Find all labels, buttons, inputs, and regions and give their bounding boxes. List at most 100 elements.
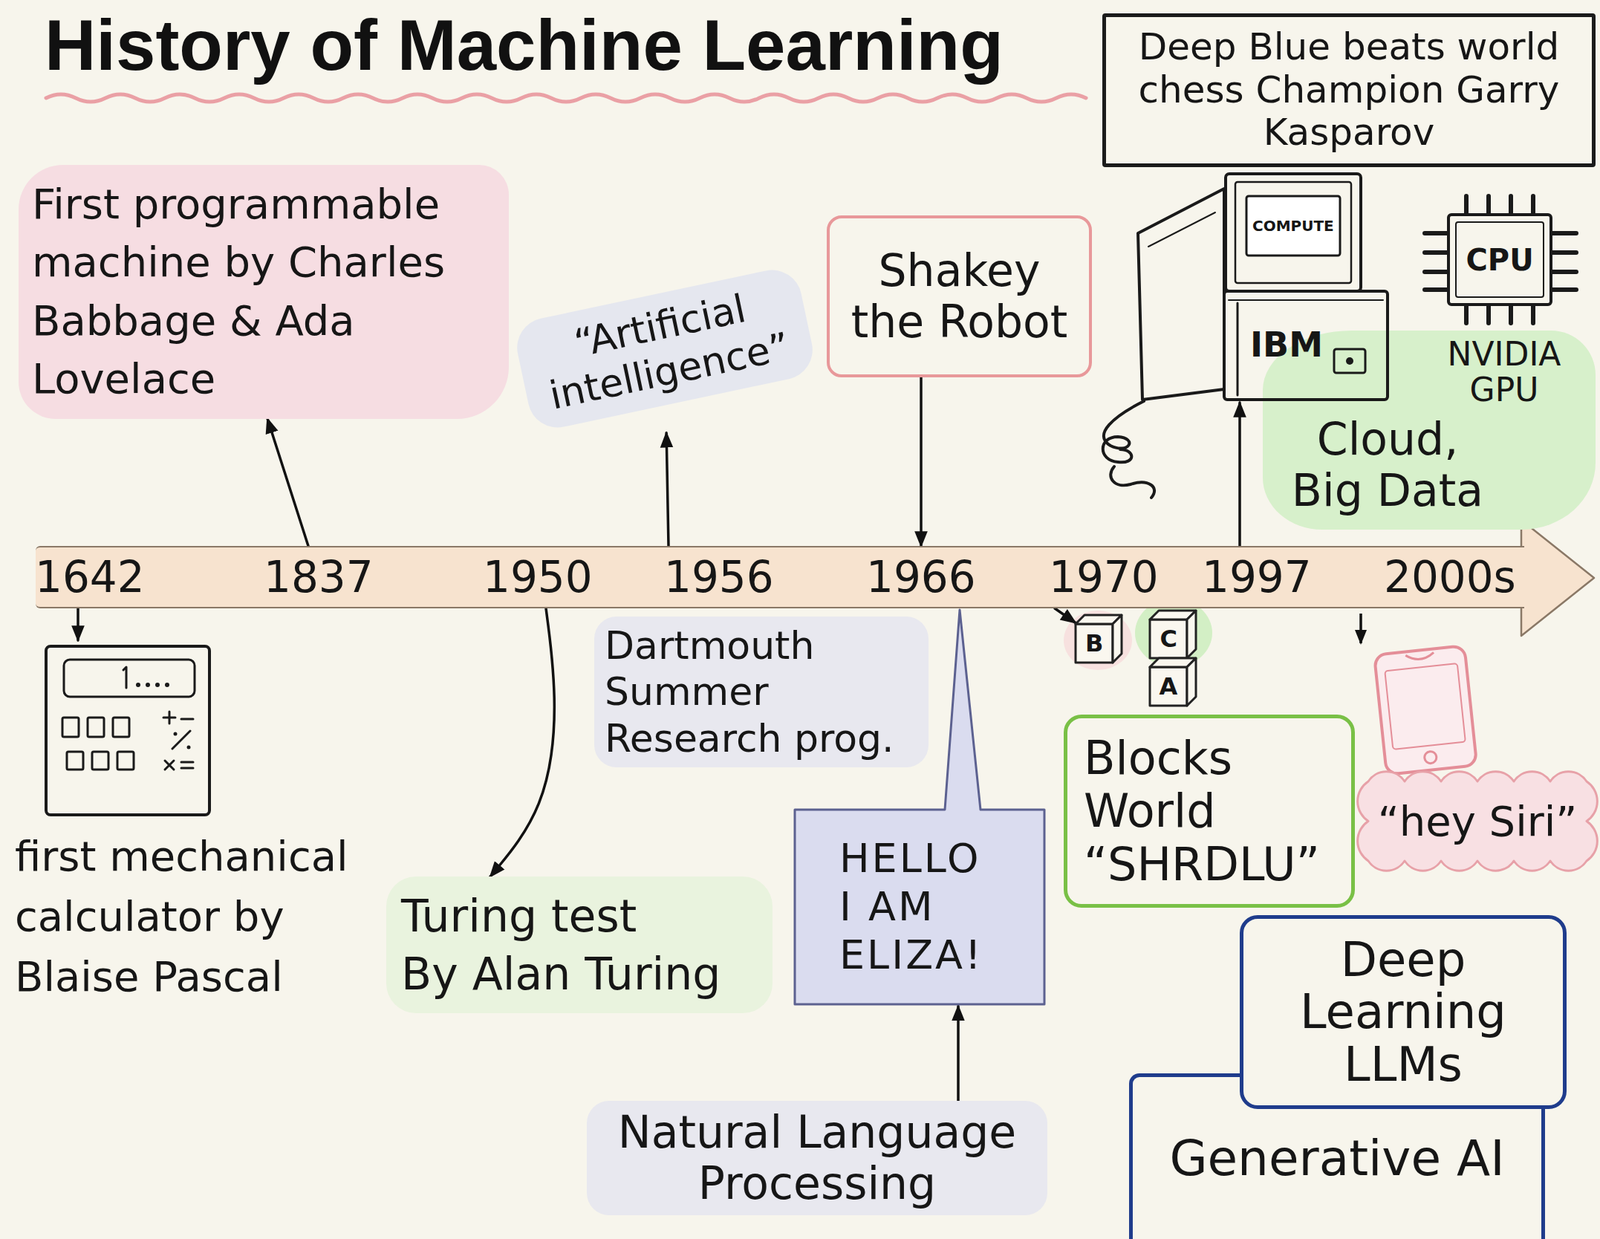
block-side [1112,615,1122,663]
node-label: Blocks World “SHRDLU” [1083,731,1335,891]
node-label: By Alan Turing [401,944,758,1003]
block-side [1187,610,1196,659]
node-label: NVIDIA GPU [1429,336,1579,409]
calculator-key [87,717,104,737]
computer-panel [1137,188,1225,400]
calculator-digit [123,667,127,688]
calculator-dot [135,682,141,688]
event-box: Deep Blue beats world chess Champion Gar… [1102,13,1596,168]
event-box: Blocks World “SHRDLU” [1063,714,1355,908]
speech-bubble-outline [794,609,1045,1005]
node-label: A [1159,672,1179,701]
year-label: 1642 [34,551,145,603]
node-label: IBM [1250,324,1323,365]
calculator-dot [145,682,151,688]
cpu-pin [1424,231,1449,236]
block-front [1149,619,1188,659]
node-label: Deep Blue beats world chess Champion Gar… [1120,25,1577,155]
text-slot: Turing test [401,886,758,945]
node-label: “Artificial intelligence” [525,275,805,422]
cpu-pin [1550,269,1577,275]
letter-block: B [1075,615,1122,663]
phone-screen [1384,663,1466,750]
pink-highlight [1063,610,1133,671]
text-slot: CPU [1466,242,1534,278]
calculator-times [164,760,174,770]
node-label: COMPUTE [1252,216,1335,235]
cpu-pin [1530,304,1536,324]
node-label: Deep Learning [1258,933,1549,1039]
node-label: Turing test [401,886,758,945]
text-slot: By Alan Turing [401,944,758,1003]
text-slot: 1997 [1201,551,1312,603]
cpu-pin [1550,287,1577,292]
cpu-pin [1550,231,1577,236]
diagram-title: History of Machine Learning [44,4,1004,87]
text-slot: LLMs [1258,1038,1549,1091]
timeline-connector [267,418,309,546]
cpu-pin [1508,196,1514,215]
text-slot: “hey Siri” [1377,796,1578,847]
cpu-pin [1530,196,1536,215]
highlight-note: Turing testBy Alan Turing [386,876,773,1014]
timeline-arrowhead [1521,519,1595,636]
year-label: 2000s [1383,551,1517,603]
text-slot: 2000s [1383,551,1517,603]
computer-illustration: COMPUTE IBM [1091,172,1393,403]
text-slot: A [1159,672,1179,701]
node-outline [14,640,379,1008]
calculator-equals [181,762,194,769]
text-slot: Deep Blue beats world chess Champion Gar… [1120,25,1577,155]
timeline-connector [76,608,80,641]
event-box: Deep LearningLLMs [1239,915,1567,1110]
title-holder: History of Machine Learning [44,4,1004,87]
timeline-connector [1054,608,1076,623]
text-slot: Blocks World “SHRDLU” [1083,731,1335,891]
node-label: Generative AI [1140,1129,1534,1188]
node-label: first mechanical calculator by Blaise Pa… [14,825,379,1008]
phone-button [1423,750,1438,765]
node-label: First programmable machine by Charles Ba… [31,175,496,409]
text-slot: first mechanical calculator by Blaise Pa… [14,825,379,1008]
text-slot: Dartmouth Summer Research prog. [604,622,919,762]
text-slot: Deep Learning [1258,933,1549,1039]
timeline-connector [919,377,923,546]
phone-illustration [1374,645,1477,775]
node-label: Cloud, Big Data [1276,413,1499,517]
calculator-divide-dot [173,732,178,737]
cpu-chip: CPU [1423,194,1580,325]
text-slot: 1837 [263,551,374,603]
timeline-connector [666,433,669,546]
cpu-pin [1486,304,1491,324]
text-slot: 1970 [1048,551,1159,603]
calculator-key [62,717,79,737]
text-slot: Shakey the Robot [844,245,1075,348]
calculator-plus [163,711,176,724]
calculator-key [117,751,134,770]
text-slot: 1642 [34,551,145,603]
leader-arrow [1359,613,1363,644]
calculator-key [112,717,130,737]
cpu-pin [1550,250,1577,255]
node-label: LLMs [1258,1038,1549,1091]
node-label: Dartmouth Summer Research prog. [604,622,919,762]
speech-bubble: HELLO I AM ELIZA! [793,808,1046,1006]
cpu-pin [1464,196,1469,215]
event-box: Shakey the Robot [826,215,1092,378]
text-slot: C [1160,624,1178,653]
green-highlight [1135,598,1213,668]
text-slot: NVIDIA GPU [1429,336,1579,409]
highlight-note: First programmable machine by Charles Ba… [18,164,509,419]
cpu-inner [1455,222,1544,298]
calculator-dot [164,682,170,688]
node-label: B [1085,629,1104,658]
block-front [1149,667,1188,706]
phone-notch [1405,652,1435,661]
text-slot: B [1085,629,1104,658]
phone-body [1374,645,1477,775]
block-side [1187,658,1196,706]
year-label: 1837 [263,551,374,603]
highlight-note: “Artificial intelligence” [511,264,818,434]
mouse-cord [1103,401,1155,498]
